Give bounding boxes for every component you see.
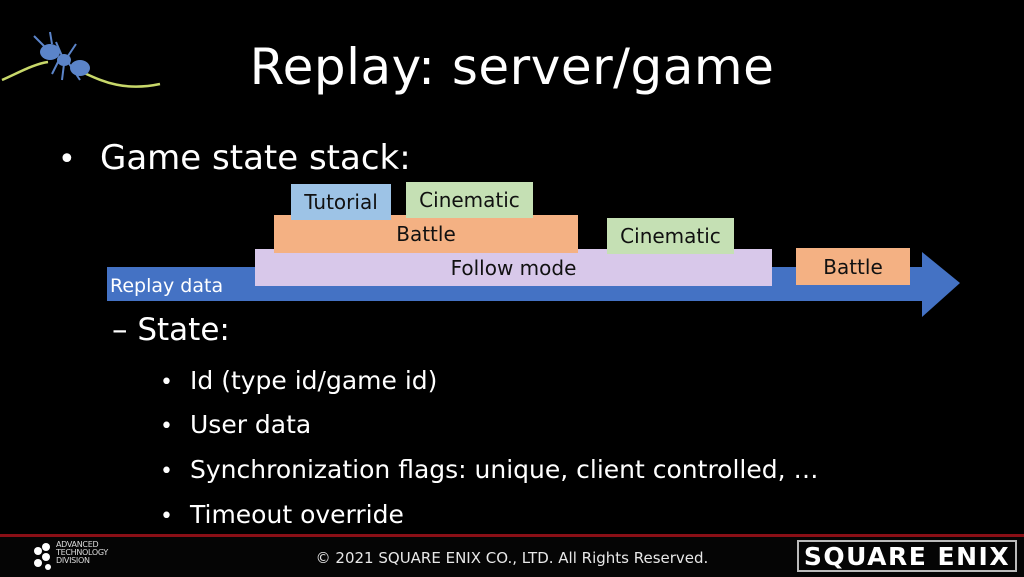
bullet-game-state-stack: • Game state stack: [58,138,411,178]
footer-divider [0,534,1024,537]
cinematic-box-right: Cinematic [607,218,734,254]
list-item-text: Timeout override [190,500,404,529]
list-item: • Id (type id/game id) [160,366,437,395]
cinematic-right-label: Cinematic [620,224,721,248]
bullet-text: Game state stack: [100,138,411,178]
brand-logo: SQUARE ENIX [797,540,1017,572]
bullet-icon: • [58,142,76,177]
list-item: • Synchronization flags: unique, client … [160,455,819,484]
division-line: DIVISION [56,556,90,565]
list-item-text: Synchronization flags: unique, client co… [190,455,819,484]
state-stack-diagram: Replay data Follow mode Battle Tutorial … [0,175,1024,325]
dots-logo-icon [34,543,51,570]
sub-bullet-text: – State: [112,312,230,348]
cinematic-top-label: Cinematic [419,188,520,212]
bullet-icon: • [160,504,173,529]
tutorial-box: Tutorial [291,184,391,220]
follow-mode-label: Follow mode [450,255,577,280]
copyright-notice: © 2021 SQUARE ENIX CO., LTD. All Rights … [315,549,709,567]
battle-box-left: Battle [274,215,578,253]
division-wordmark: ADVANCED TECHNOLOGY DIVISION [56,541,108,565]
bullet-icon: • [160,459,173,484]
cinematic-box-top: Cinematic [406,182,533,218]
list-item-text: User data [190,410,312,439]
list-item-text: Id (type id/game id) [190,366,438,395]
list-item: • Timeout override [160,500,404,529]
division-line: ADVANCED [56,540,99,549]
bullet-icon: • [160,414,173,439]
sub-bullet-state: – State: [112,312,230,348]
ant-icon [1,31,161,88]
battle-right-label: Battle [823,254,883,279]
follow-mode-box: Follow mode [255,249,772,286]
division-line: TECHNOLOGY [56,548,108,557]
battle-box-right: Battle [796,248,910,285]
replay-data-label: Replay data [110,275,224,297]
slide-title: Replay: server/game [249,38,775,96]
battle-left-label: Battle [396,222,456,246]
bullet-icon: • [160,370,173,395]
tutorial-label: Tutorial [304,190,378,214]
list-item: • User data [160,410,311,439]
